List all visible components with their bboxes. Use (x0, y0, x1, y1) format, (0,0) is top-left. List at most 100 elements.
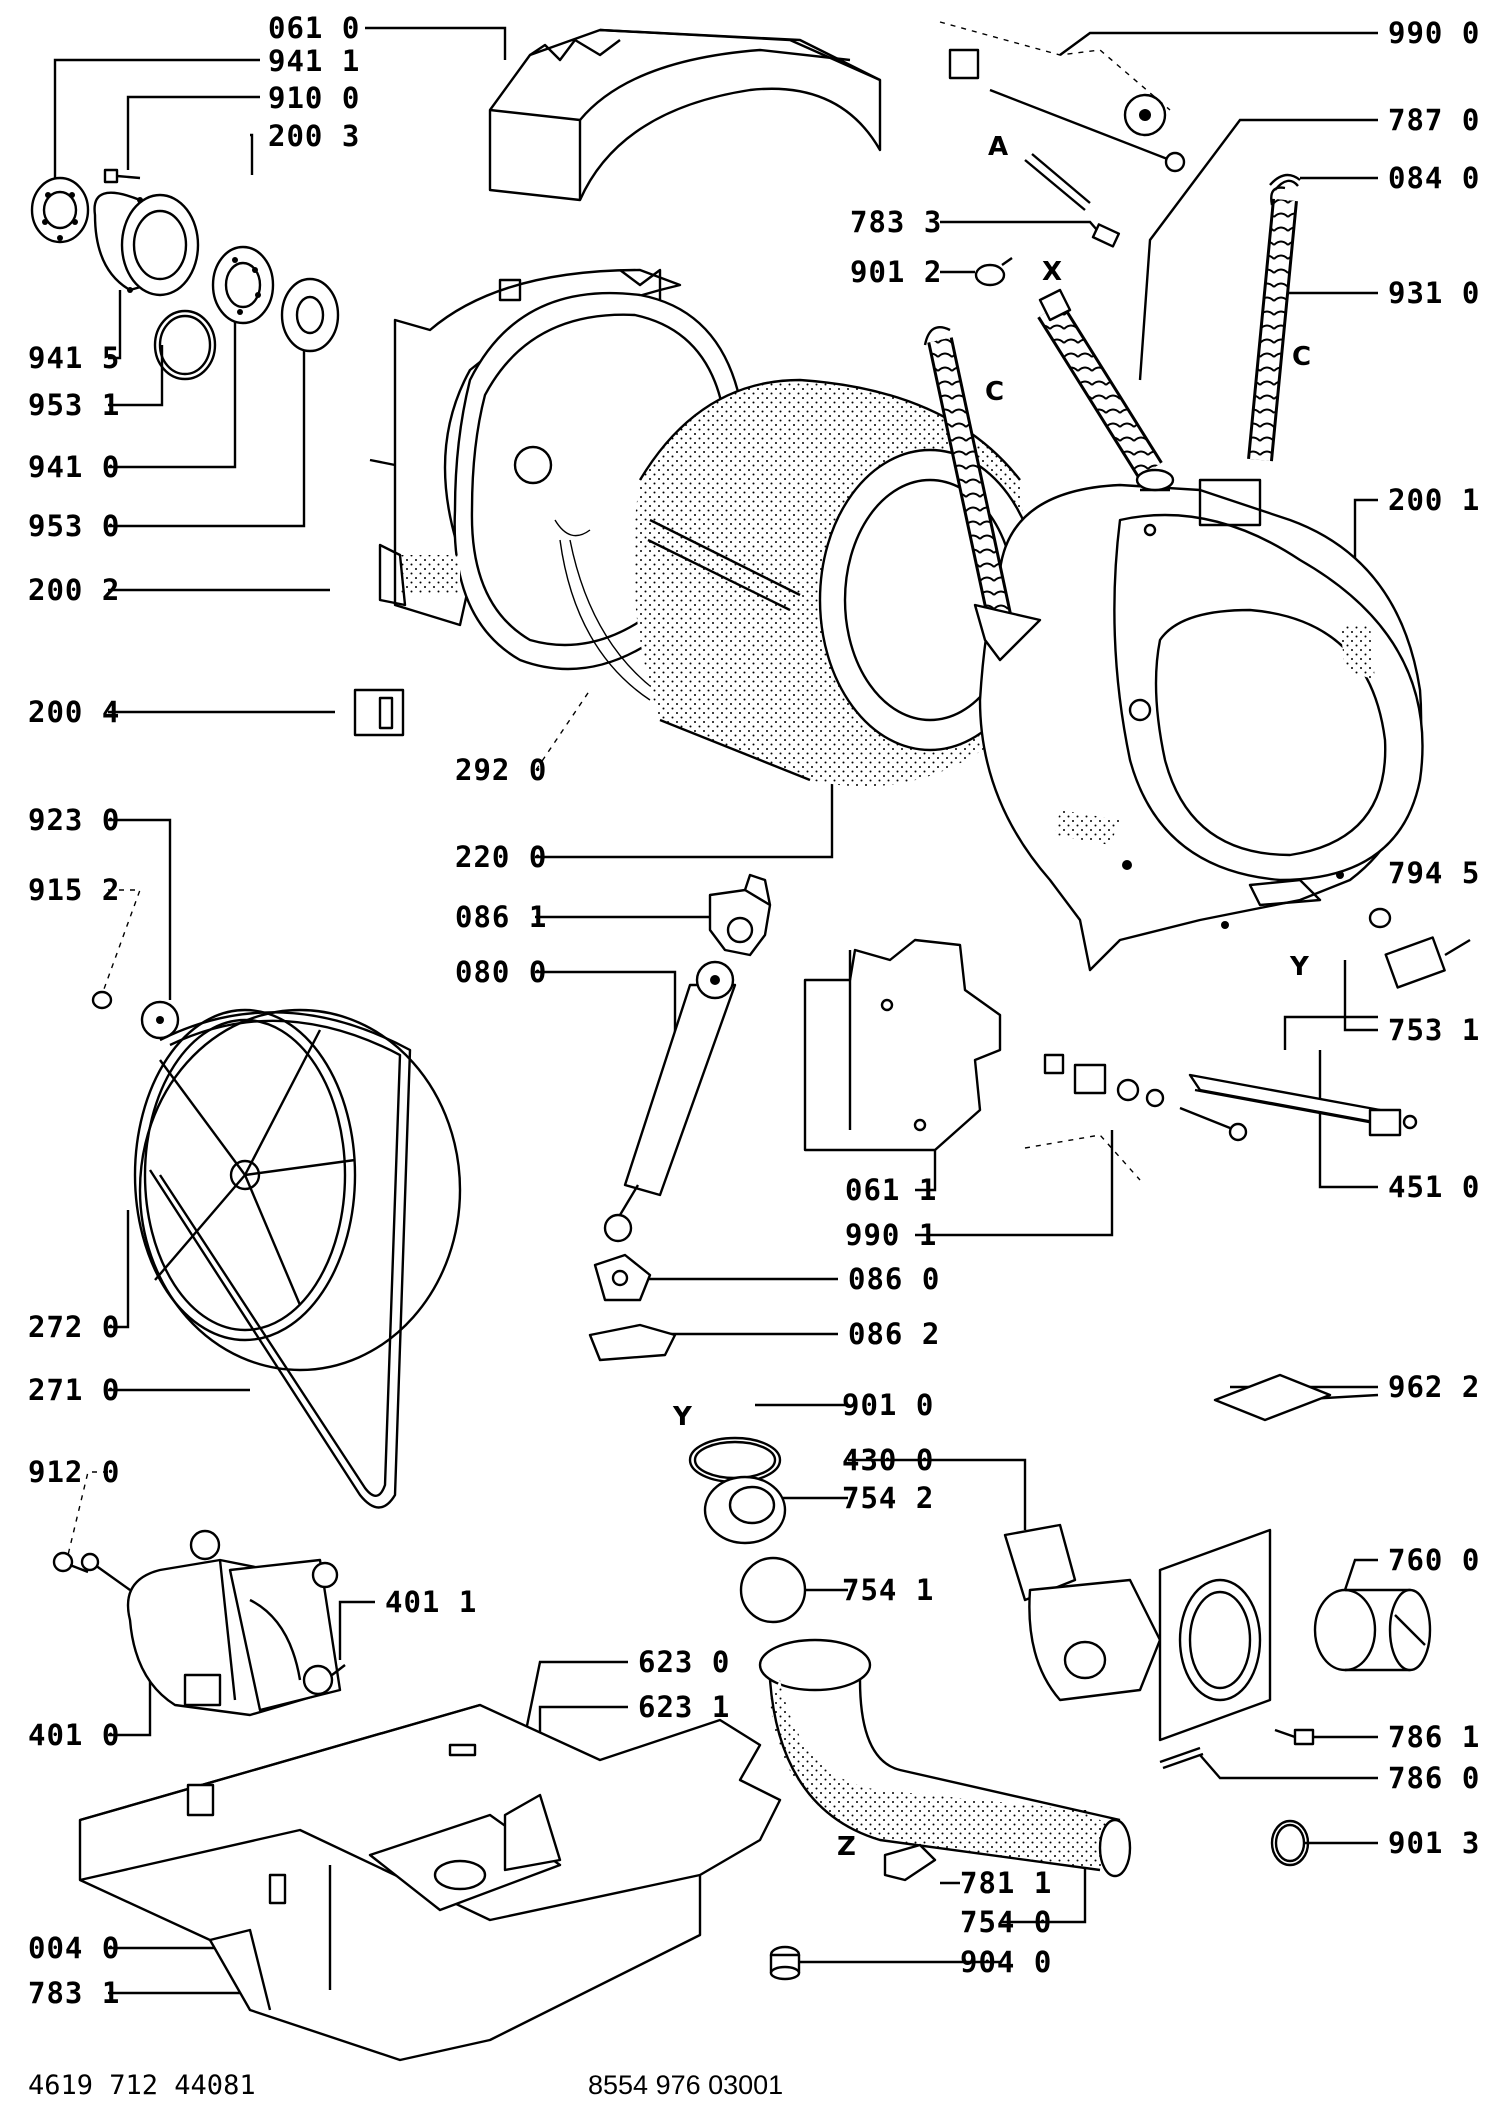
callout-272-0: 272 0 (28, 1310, 120, 1344)
mount-086-0 (593, 1253, 652, 1302)
bracket-990-0 (948, 48, 1186, 173)
callout-004-0: 004 0 (28, 1931, 120, 1965)
callout-901-3: 901 3 (1388, 1826, 1480, 1860)
washer-923-0 (140, 1000, 180, 1040)
bolt-910-0 (103, 168, 141, 184)
callout-786-0: 786 0 (1388, 1761, 1480, 1795)
callout-084-0: 084 0 (1388, 161, 1480, 195)
callout-220-0: 220 0 (455, 840, 547, 874)
damper-bracket-086-1 (708, 873, 772, 957)
callout-080-0: 080 0 (455, 955, 547, 989)
o-ring-953-1 (153, 309, 217, 381)
callout-061-0: 061 0 (268, 11, 360, 45)
nut-915-2 (91, 990, 113, 1010)
callout-941-0: 941 0 (28, 450, 120, 484)
pin-a (1024, 153, 1091, 211)
callout-200-4: 200 4 (28, 695, 120, 729)
spring-hook-084-0 (1269, 173, 1301, 191)
callout-912-0: 912 0 (28, 1455, 120, 1489)
callout-401-0: 401 0 (28, 1718, 120, 1752)
pin-786-0 (1159, 1746, 1204, 1770)
reference-letters: A X C C Y Y Z (672, 132, 1311, 1862)
callout-451-0: 451 0 (1388, 1170, 1480, 1204)
letter-c-right: C (1292, 342, 1311, 372)
letter-a: A (988, 132, 1008, 162)
callout-labels: 061 0 941 1 910 0 200 3 941 5 953 1 941 … (28, 11, 1480, 2010)
clamp-901-2 (974, 257, 1013, 287)
callout-061-1: 061 1 (845, 1173, 937, 1207)
callout-753-1: 753 1 (1388, 1013, 1480, 1047)
callout-910-0: 910 0 (268, 81, 360, 115)
clamp-901-0 (688, 1436, 782, 1484)
callout-901-0: 901 0 (842, 1388, 934, 1422)
screw-786-1 (1274, 1728, 1315, 1746)
nozzle-783-3 (1091, 223, 1121, 248)
callout-794-5: 794 5 (1388, 856, 1480, 890)
callout-754-0: 754 0 (960, 1905, 1052, 1939)
callout-430-0: 430 0 (842, 1443, 934, 1477)
callout-754-2: 754 2 (842, 1481, 934, 1515)
callout-786-1: 786 1 (1388, 1720, 1480, 1754)
callout-953-1: 953 1 (28, 388, 120, 422)
letter-c-left: C (985, 377, 1004, 407)
callout-904-0: 904 0 (960, 1945, 1052, 1979)
callout-200-2: 200 2 (28, 573, 120, 607)
counterweight-top (488, 28, 882, 202)
bearing-flange (93, 191, 200, 297)
callout-086-1: 086 1 (455, 900, 547, 934)
ball-754-1 (739, 1556, 807, 1624)
suspension-spring-931-0 (1247, 186, 1298, 462)
plug-794-5 (1368, 907, 1392, 929)
callout-200-1: 200 1 (1388, 483, 1480, 517)
callout-990-0: 990 0 (1388, 16, 1480, 50)
callout-941-5: 941 5 (28, 341, 120, 375)
drum-pulley-272-0 (133, 1008, 462, 1372)
front-tub-half (978, 478, 1424, 972)
clamp-901-3 (1270, 1819, 1310, 1867)
pad-962-2 (1213, 1373, 1332, 1422)
drive-belt-271-0 (148, 1011, 412, 1509)
callout-086-2: 086 2 (848, 1317, 940, 1351)
screw-912-0 (52, 1551, 89, 1574)
callout-623-1: 623 1 (638, 1690, 730, 1724)
callout-901-2: 901 2 (850, 255, 942, 289)
letter-x: X (1042, 257, 1062, 287)
shock-absorber-080-0 (603, 960, 737, 1243)
callout-915-2: 915 2 (28, 873, 120, 907)
callout-931-0: 931 0 (1388, 276, 1480, 310)
callout-787-0: 787 0 (1388, 103, 1480, 137)
bearing-941-0 (211, 245, 275, 325)
callout-086-0: 086 0 (848, 1262, 940, 1296)
sump-hose-754-0 (758, 1638, 1132, 1882)
suspension-spring-left (923, 325, 1042, 662)
callout-781-1: 781 1 (960, 1866, 1052, 1900)
callout-754-1: 754 1 (842, 1573, 934, 1607)
footer: 4619 712 44081 8554 976 03001 (28, 2070, 783, 2101)
callout-953-0: 953 0 (28, 509, 120, 543)
seal-953-0 (280, 277, 340, 353)
callout-760-0: 760 0 (1388, 1543, 1480, 1577)
callout-292-0: 292 0 (455, 753, 547, 787)
counterweight-front (803, 938, 1002, 1152)
bearing-941-5 (30, 176, 90, 244)
callout-990-1: 990 1 (845, 1218, 937, 1252)
fixing-kit-990-1 (1043, 1053, 1248, 1142)
footer-right-code: 8554 976 03001 (588, 2070, 783, 2100)
clip-200-4 (353, 688, 405, 737)
letter-y-bottom: Y (672, 1402, 693, 1432)
callout-783-1: 783 1 (28, 1976, 120, 2010)
callout-923-0: 923 0 (28, 803, 120, 837)
callout-200-3: 200 3 (268, 119, 360, 153)
capacitor-401-1 (302, 1664, 346, 1696)
callout-783-3: 783 3 (850, 205, 942, 239)
mount-086-2 (588, 1323, 677, 1362)
callout-401-1: 401 1 (385, 1585, 477, 1619)
heater-element-451-0 (1188, 1073, 1418, 1137)
drain-pump-430-0 (1003, 1523, 1272, 1742)
letter-y-top: Y (1289, 952, 1310, 982)
bellows-hose-787-0 (1037, 288, 1175, 492)
motor-401-0 (80, 1529, 342, 1717)
filter-760-0 (1313, 1588, 1432, 1672)
base-plate-004-0 (78, 1703, 782, 2062)
